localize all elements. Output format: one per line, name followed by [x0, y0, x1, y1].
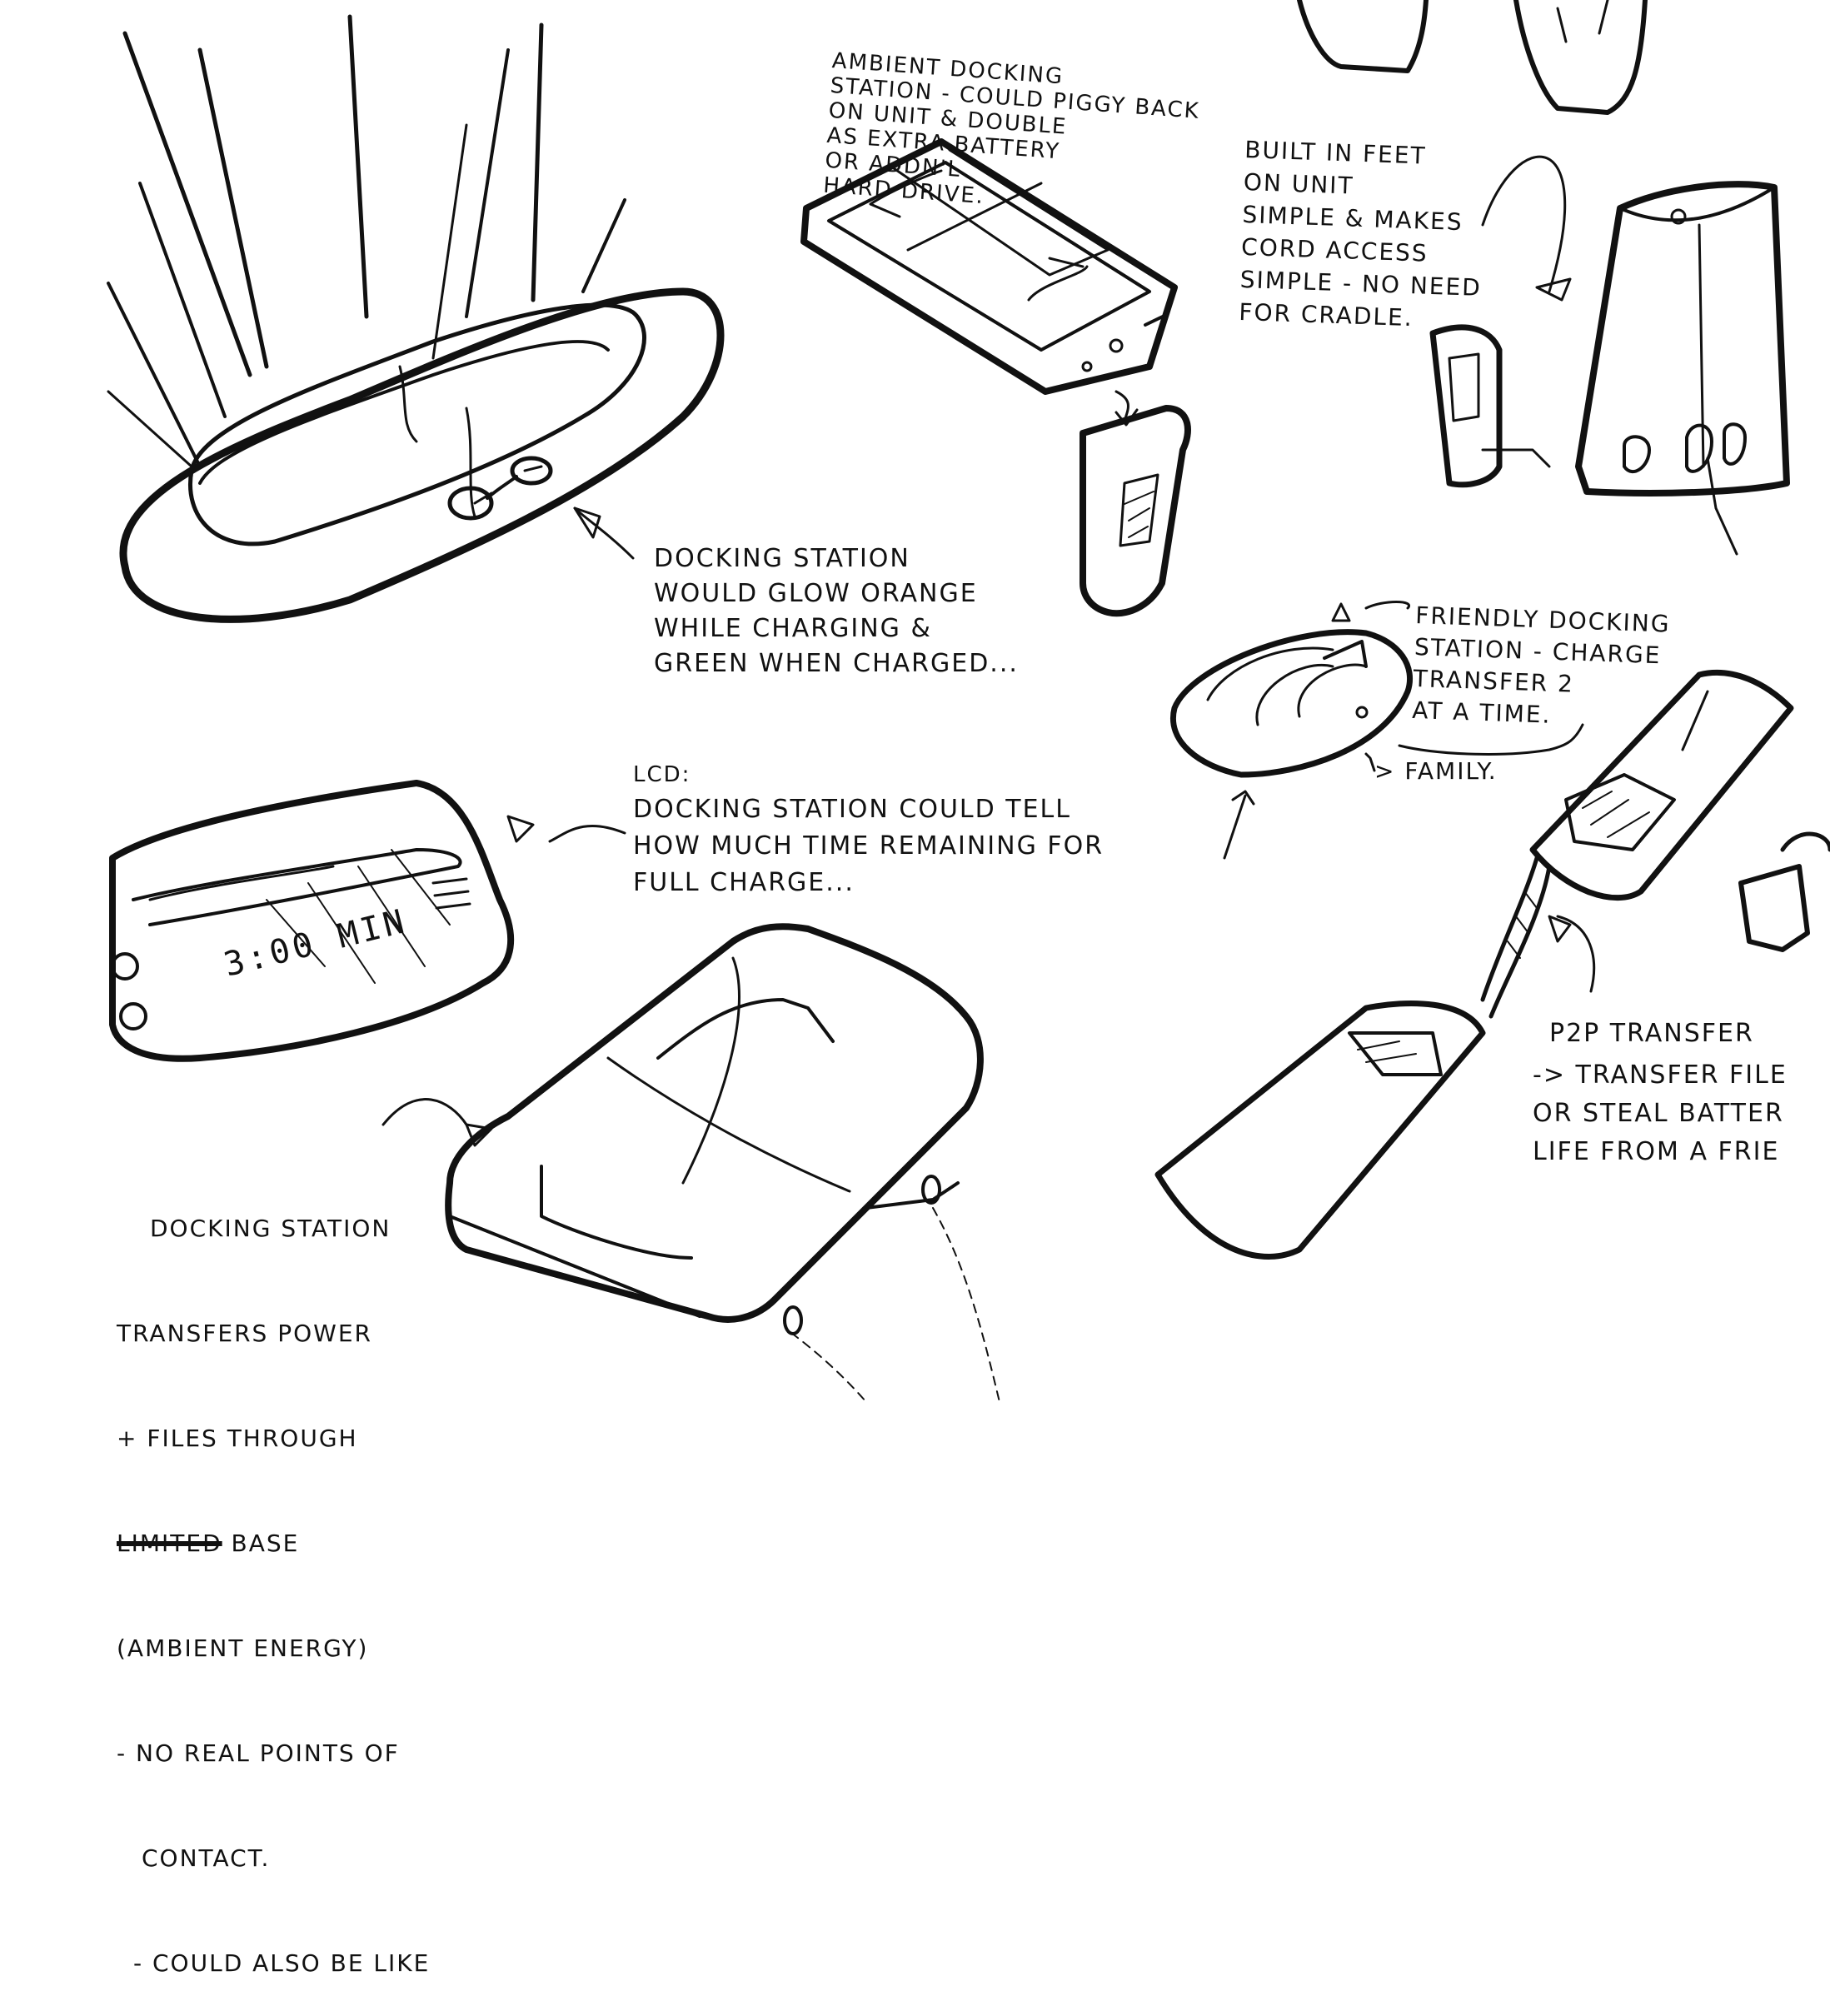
docking-glow-note: DOCKING STATION WOULD GLOW ORANGE WHILE … — [654, 544, 1019, 678]
p2p-title: P2P TRANSFER — [1549, 1019, 1754, 1048]
concept-sketch-sheet: AMBIENT DOCKING STATION - COULD PIGGY BA… — [107, 0, 1830, 1977]
p2p-transfer-sketch — [1154, 669, 1830, 1260]
built-in-feet-note: BUILT IN FEET ON UNIT SIMPLE & MAKES COR… — [1238, 135, 1483, 332]
transfers-line: DOCKING STATION — [150, 1215, 391, 1242]
lcd-docking-station-sketch — [109, 780, 626, 1062]
transfers-line: - NO REAL POINTS OF — [117, 1739, 400, 1767]
ambient-docking-note: AMBIENT DOCKING STATION - COULD PIGGY BA… — [822, 48, 1201, 210]
transfers-note: DOCKING STATION TRANSFERS POWER + FILES … — [117, 1141, 430, 2016]
friendly-docking-station-sketch — [1170, 601, 1584, 860]
sketch-drawings — [107, 0, 1830, 1402]
flat-base-station-sketch — [381, 923, 1000, 1402]
transfers-line: (AMBIENT ENERGY) — [117, 1634, 369, 1662]
lcd-title: LCD: — [633, 762, 691, 787]
p2p-note: -> TRANSFER FILE OR STEAL BATTER LIFE FR… — [1533, 1060, 1788, 1166]
transfers-line: LIMITED BASE — [117, 1526, 430, 1561]
friendly-docking-note: FRIENDLY DOCKING STATION - CHARGE TRANSF… — [1411, 601, 1672, 729]
family-note: > FAMILY. — [1374, 757, 1498, 785]
transfers-base-word: BASE — [222, 1529, 300, 1557]
transfers-line: TRANSFERS POWER — [117, 1320, 372, 1347]
lcd-note: DOCKING STATION COULD TELL HOW MUCH TIME… — [633, 795, 1104, 897]
ambient-docking-device-sketch — [800, 138, 1191, 617]
glowing-docking-station-sketch — [107, 14, 725, 623]
struck-word: LIMITED — [117, 1529, 222, 1557]
transfers-line: CONTACT. — [142, 1844, 271, 1872]
transfers-line: - COULD ALSO BE LIKE — [133, 1949, 431, 1977]
phone-with-feet-sketch — [1297, 0, 1790, 556]
transfers-line: + FILES THROUGH — [117, 1425, 358, 1452]
